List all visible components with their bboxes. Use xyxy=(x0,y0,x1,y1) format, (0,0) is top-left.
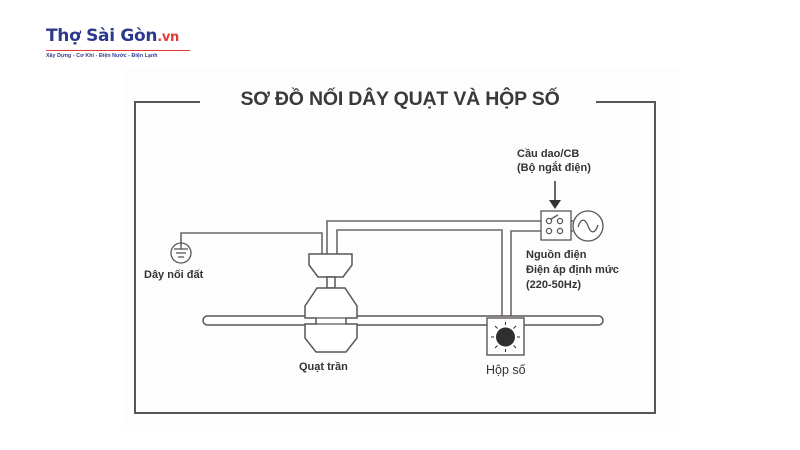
source-label-2: Điện áp định mức xyxy=(526,264,619,276)
ground-wire xyxy=(180,232,323,254)
wires xyxy=(180,220,573,318)
breaker-label-2: (Bộ ngắt điện) xyxy=(517,162,591,174)
live-wire xyxy=(326,220,549,254)
fan-label: Quạt trần xyxy=(299,361,348,373)
ground-icon xyxy=(170,242,192,264)
gearbox-label: Hộp số xyxy=(486,363,526,377)
gearbox-breaker-wire xyxy=(510,230,549,318)
switch-icon xyxy=(540,210,572,241)
fan-gearbox-wire xyxy=(336,229,503,318)
diagram-title: SƠ ĐỒ NỐI DÂY QUẠT VÀ HỘP SỐ xyxy=(210,88,590,111)
ground-label: Dây nối đất xyxy=(144,269,204,281)
logo-divider xyxy=(46,50,190,51)
diagram-frame xyxy=(134,101,656,414)
logo-suffix: .vn xyxy=(157,30,179,45)
breaker-arrow-icon xyxy=(549,181,561,209)
breaker-label-1: Cầu dao/CB xyxy=(517,148,580,160)
logo-brand: Thợ Sài Gòn xyxy=(46,26,158,46)
logo: Thợ Sài Gòn.vn Xây Dựng - Cơ Khí - Điện … xyxy=(46,26,190,59)
logo-tagline: Xây Dựng - Cơ Khí - Điện Nước - Điện Lạn… xyxy=(46,53,158,59)
source-label-3: (220-50Hz) xyxy=(526,279,582,291)
gearbox-icon xyxy=(486,317,525,356)
ac-source-icon xyxy=(572,210,604,242)
logo-wordmark: Thợ Sài Gòn.vn xyxy=(46,26,190,48)
diagram-panel xyxy=(122,68,680,430)
source-label-1: Nguồn điện xyxy=(526,249,587,261)
